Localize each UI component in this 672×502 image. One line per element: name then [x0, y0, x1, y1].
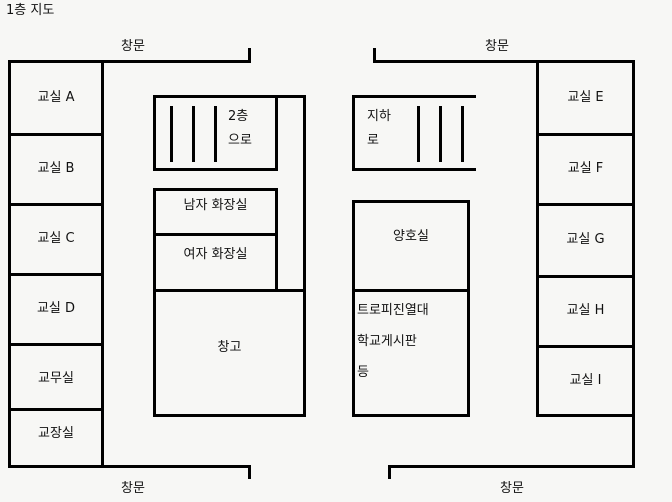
left-wing-divider-3	[8, 273, 104, 276]
room-trophy-case-line2: 학교게시판	[357, 334, 417, 349]
room-classroom-d[interactable]: 교실 D	[36, 301, 76, 316]
stair-tread-icon	[214, 106, 217, 162]
left-wing-divider-1	[8, 133, 104, 136]
window-bottom-left-end-tick	[248, 465, 251, 479]
room-staff-office[interactable]: 교무실	[38, 371, 74, 386]
window-top-right-start-tick	[373, 48, 376, 62]
left-wing-divider-5	[8, 408, 104, 411]
left-wing-divider-4	[8, 343, 104, 346]
window-bottom-left-line	[8, 465, 251, 468]
room-nurse-office[interactable]: 양호실	[393, 229, 429, 244]
room-stairs-basement-line2: 로	[367, 133, 379, 148]
storage-wall-east	[303, 289, 306, 417]
trophy-case-wall-south	[352, 414, 470, 417]
left-wing-outer-wall-west	[8, 60, 11, 468]
stairs-up-wall-east	[275, 95, 278, 171]
room-restroom-men[interactable]: 남자 화장실	[183, 198, 248, 213]
room-trophy-case-line3: 등	[357, 365, 369, 380]
trophy-case-wall-north	[352, 289, 470, 292]
stair-tread-icon	[439, 106, 442, 162]
room-principal-office[interactable]: 교장실	[38, 426, 74, 441]
stairs-up-wall-west	[153, 95, 156, 171]
room-stairs-up-line1: 2층	[228, 109, 249, 124]
window-bottom-left-label: 창문	[121, 481, 145, 496]
window-bottom-right-start-tick	[388, 465, 391, 479]
restroom-men-wall-east	[275, 188, 278, 291]
right-wing-divider-1	[536, 133, 635, 136]
page-title: 1층 지도	[6, 3, 55, 18]
restroom-divider	[153, 233, 278, 236]
room-storage[interactable]: 창고	[217, 340, 242, 355]
restroom-men-wall-north	[153, 188, 278, 191]
storage-wall-south	[153, 414, 306, 417]
room-stairs-basement-line1: 지하	[367, 109, 391, 124]
center-left-corridor-wall-north	[275, 95, 306, 98]
window-bottom-right-label: 창문	[500, 481, 524, 496]
stairs-up-wall-north	[153, 95, 278, 98]
center-right-wall-east	[467, 200, 470, 414]
right-wing-outer-wall-west	[536, 60, 539, 417]
right-wing-divider-3	[536, 275, 635, 278]
left-wing-divider-2	[8, 203, 104, 206]
right-wing-outer-wall-east	[632, 60, 635, 468]
stair-tread-icon	[192, 106, 195, 162]
right-wing-divider-2	[536, 203, 635, 206]
stair-tread-icon	[461, 106, 464, 162]
window-top-left-label: 창문	[121, 39, 145, 54]
window-top-right-label: 창문	[485, 39, 509, 54]
center-left-corridor-wall-east	[303, 95, 306, 292]
stair-tread-icon	[417, 106, 420, 162]
room-trophy-case-line1: 트로피진열대	[357, 303, 429, 318]
storage-wall-west	[153, 289, 156, 417]
room-classroom-a[interactable]: 교실 A	[37, 90, 75, 105]
room-classroom-b[interactable]: 교실 B	[37, 161, 75, 176]
room-classroom-c[interactable]: 교실 C	[37, 231, 75, 246]
left-wing-outer-wall-east	[101, 60, 104, 468]
window-top-left-line	[8, 60, 251, 63]
restroom-men-wall-west	[153, 188, 156, 291]
room-classroom-g[interactable]: 교실 G	[566, 232, 605, 247]
right-wing-bottom-wall	[536, 414, 635, 417]
right-wing-divider-4	[536, 345, 635, 348]
stair-tread-icon	[170, 106, 173, 162]
window-top-left-end-tick	[248, 48, 251, 62]
window-bottom-right-line	[388, 465, 635, 468]
room-classroom-e[interactable]: 교실 E	[567, 90, 604, 105]
stairs-basement-wall-south	[352, 168, 476, 171]
room-stairs-up-line2: 으로	[228, 133, 252, 148]
center-right-wall-west	[352, 200, 355, 414]
stairs-basement-wall-west	[352, 95, 355, 171]
room-restroom-women[interactable]: 여자 화장실	[183, 247, 248, 262]
room-classroom-i[interactable]: 교실 I	[569, 373, 602, 388]
window-top-right-line	[373, 60, 635, 63]
stairs-up-wall-south	[153, 168, 278, 171]
storage-wall-north	[153, 289, 306, 292]
room-classroom-h[interactable]: 교실 H	[566, 303, 605, 318]
nurse-office-wall-north	[352, 200, 470, 203]
stairs-basement-wall-north	[352, 95, 476, 98]
room-classroom-f[interactable]: 교실 F	[567, 161, 604, 176]
